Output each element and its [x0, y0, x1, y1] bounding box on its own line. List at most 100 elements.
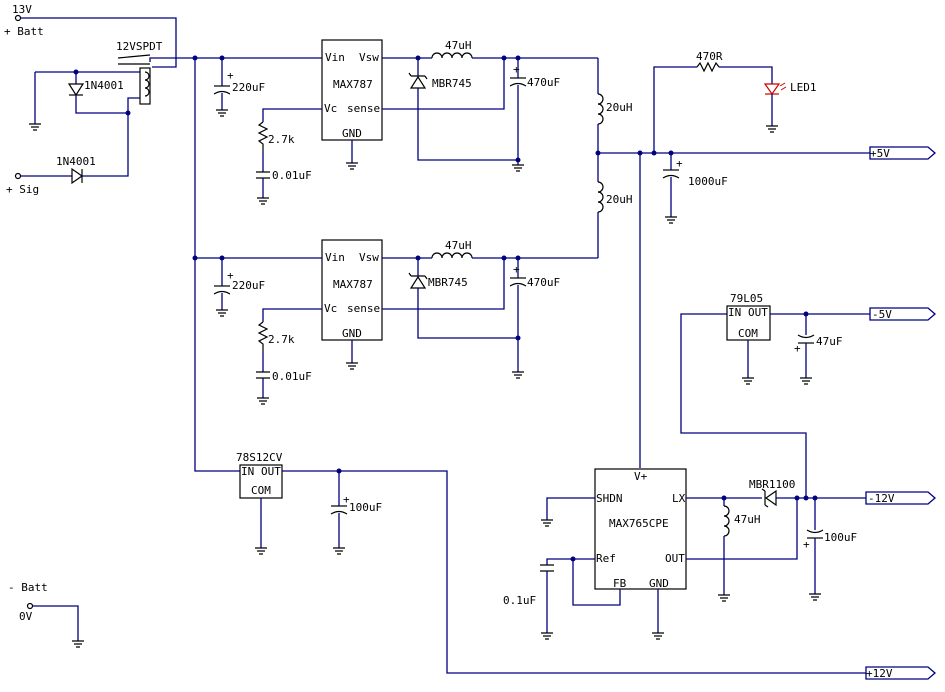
cap-0.01uf-upper: 0.01uF: [256, 152, 312, 205]
svg-text:2.7k: 2.7k: [268, 333, 295, 346]
regulator-max787-upper: Vin Vsw MAX787 Vc sense GND: [321, 39, 383, 141]
svg-text:20uH: 20uH: [606, 193, 633, 206]
svg-text:sense: sense: [347, 302, 380, 315]
schottky-mbr1100: MBR1100: [749, 478, 795, 508]
svg-text:+: +: [676, 157, 683, 170]
batt-terminal: 13V + Batt: [4, 3, 44, 38]
svg-text:LED1: LED1: [790, 81, 817, 94]
rail-plus-5v: +5V: [869, 146, 936, 160]
sig-label: + Sig: [6, 183, 39, 196]
sig-terminal: + Sig: [6, 172, 39, 196]
cap-in1-label: 220uF: [232, 81, 265, 94]
svg-text:+12V: +12V: [866, 667, 893, 680]
svg-text:79L05: 79L05: [730, 292, 763, 305]
svg-text:0V: 0V: [19, 610, 33, 623]
cap-1000uf: + 1000uF: [662, 153, 728, 224]
led-1: LED1: [763, 81, 817, 133]
resistor-470r: 470R: [653, 50, 773, 153]
rail-minus-5v: -5V: [869, 307, 936, 321]
cap-47uf: + 47uF: [794, 314, 843, 385]
svg-text:sense: sense: [347, 102, 380, 115]
rail-minus-12v: -12V: [865, 491, 936, 505]
svg-text:+: +: [513, 63, 520, 76]
resistor-2k7-lower: 2.7k: [257, 308, 322, 352]
svg-text:470R: 470R: [696, 50, 723, 63]
svg-text:-12V: -12V: [868, 492, 895, 505]
svg-text:GND: GND: [649, 577, 669, 590]
cap-220uf-lower: + 220uF: [213, 258, 265, 317]
svg-text:COM: COM: [251, 484, 271, 497]
svg-text:Vc: Vc: [324, 102, 337, 115]
relay-label: 12VSPDT: [116, 40, 163, 53]
inductor-47uh-lower: 47uH: [431, 239, 473, 259]
cap-0.1uf: 0.1uF: [503, 564, 554, 640]
relay-12vspdt: 12VSPDT: [116, 40, 163, 105]
svg-text:Vc: Vc: [324, 302, 337, 315]
cap-0.01uf-lower: 0.01uF: [256, 352, 312, 405]
svg-text:+: +: [803, 538, 810, 551]
schottky-mbr745-lower: MBR745: [408, 258, 518, 339]
svg-text:IN: IN: [728, 306, 741, 319]
cap-100uf-inverter: + 100uF: [803, 498, 857, 601]
svg-text:+5V: +5V: [870, 147, 890, 160]
svg-text:1000uF: 1000uF: [688, 175, 728, 188]
svg-text:FB: FB: [613, 577, 627, 590]
svg-text:+: +: [343, 493, 350, 506]
svg-text:SHDN: SHDN: [596, 492, 623, 505]
svg-text:100uF: 100uF: [349, 501, 382, 514]
cap-100uf-12v: + 100uF: [330, 471, 382, 555]
svg-text:Ref: Ref: [596, 552, 616, 565]
svg-text:OUT: OUT: [665, 552, 685, 565]
svg-text:OUT: OUT: [261, 465, 281, 478]
svg-text:COM: COM: [738, 327, 758, 340]
svg-text:MAX765CPE: MAX765CPE: [609, 517, 669, 530]
diode-1n4001-a: 1N4001: [67, 72, 128, 114]
regulator-78s12cv: 78S12CV IN OUT COM: [236, 451, 283, 499]
svg-text:GND: GND: [342, 127, 362, 140]
svg-text:20uH: 20uH: [606, 101, 633, 114]
svg-text:V+: V+: [634, 470, 648, 483]
svg-text:78S12CV: 78S12CV: [236, 451, 283, 464]
svg-text:MAX787: MAX787: [333, 78, 373, 91]
svg-text:IN: IN: [241, 465, 254, 478]
inductor-47uh-upper: 47uH: [431, 39, 473, 59]
svg-text:MAX787: MAX787: [333, 278, 373, 291]
batt-voltage-label: 13V: [12, 3, 32, 16]
svg-text:Vsw: Vsw: [359, 251, 379, 264]
svg-text:+: +: [227, 269, 234, 282]
regulator-max787-lower: Vin Vsw MAX787 Vc sense GND: [321, 239, 383, 341]
inductor-20uh-upper: 20uH: [597, 58, 633, 153]
svg-text:47uH: 47uH: [445, 239, 472, 252]
neg-batt-terminal: - Batt 0V: [8, 581, 84, 648]
batt-label: + Batt: [4, 25, 44, 38]
svg-text:100uF: 100uF: [824, 531, 857, 544]
svg-text:47uF: 47uF: [816, 335, 843, 348]
svg-text:470uF: 470uF: [527, 76, 560, 89]
svg-text:- Batt: - Batt: [8, 581, 48, 594]
inductor-20uh-lower: 20uH: [597, 153, 633, 258]
regulator-max765cpe: V+ SHDN LX MAX765CPE Ref OUT FB GND: [594, 468, 687, 590]
resistor-2k7-upper: 2.7k: [257, 108, 322, 152]
cap-220uf-upper: + 220uF: [213, 58, 265, 117]
svg-text:MBR745: MBR745: [432, 77, 472, 90]
cap-470uf-lower: + 470uF: [509, 258, 560, 379]
svg-text:+: +: [513, 263, 520, 276]
svg-text:47uH: 47uH: [445, 39, 472, 52]
svg-text:470uF: 470uF: [527, 276, 560, 289]
svg-text:MBR745: MBR745: [428, 276, 468, 289]
svg-text:Vin: Vin: [325, 51, 345, 64]
svg-text:MBR1100: MBR1100: [749, 478, 795, 491]
svg-text:220uF: 220uF: [232, 279, 265, 292]
diode-1-label: 1N4001: [84, 79, 124, 92]
svg-text:+: +: [227, 69, 234, 82]
svg-text:+: +: [794, 342, 801, 355]
svg-text:0.1uF: 0.1uF: [503, 594, 536, 607]
svg-text:Vin: Vin: [325, 251, 345, 264]
schottky-mbr745-upper: MBR745: [408, 58, 518, 161]
svg-text:2.7k: 2.7k: [268, 133, 295, 146]
regulator-79l05: 79L05 IN OUT COM: [726, 292, 771, 341]
ground-symbol: [29, 123, 41, 131]
svg-text:LX: LX: [672, 492, 686, 505]
svg-text:-5V: -5V: [872, 308, 892, 321]
rail-plus-12v: +12V: [865, 666, 936, 680]
